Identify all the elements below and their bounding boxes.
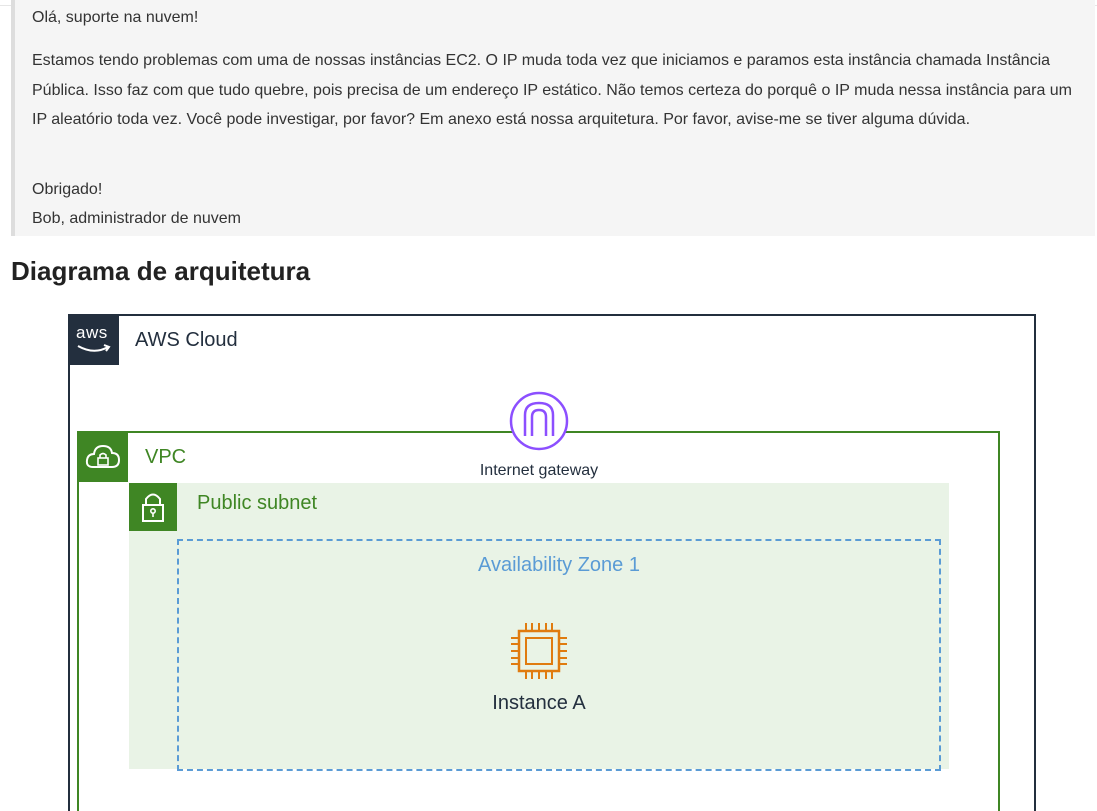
- ec2-chip-icon: [511, 623, 567, 679]
- internet-gateway-label: Internet gateway: [479, 462, 599, 479]
- public-subnet-label: Public subnet: [197, 492, 318, 514]
- aws-logo-text: aws: [76, 323, 108, 342]
- public-subnet-badge: [129, 483, 177, 531]
- availability-zone-group: [177, 539, 941, 771]
- aws-logo-badge: aws: [68, 314, 119, 365]
- vpc-label: VPC: [145, 446, 187, 468]
- vpc-cloud-lock-icon: [85, 444, 121, 468]
- email-greeting: Olá, suporte na nuvem!: [32, 9, 199, 26]
- padlock-icon: [142, 493, 164, 522]
- email-thanks: Obrigado!: [32, 181, 103, 198]
- email-signature: Bob, administrador de nuvem: [32, 210, 241, 227]
- internet-gateway-icon: [509, 391, 569, 451]
- aws-smile-icon: [77, 344, 111, 352]
- aws-cloud-label: AWS Cloud: [135, 329, 238, 351]
- email-quote: Olá, suporte na nuvem! Estamos tendo pro…: [11, 0, 1095, 236]
- vpc-badge: [77, 431, 128, 482]
- instance-a-label: Instance A: [492, 692, 586, 714]
- availability-zone-label: Availability Zone 1: [478, 554, 640, 576]
- email-body: Estamos tendo problemas com uma de nossa…: [32, 52, 1073, 128]
- section-title: Diagrama de arquitetura: [11, 256, 311, 286]
